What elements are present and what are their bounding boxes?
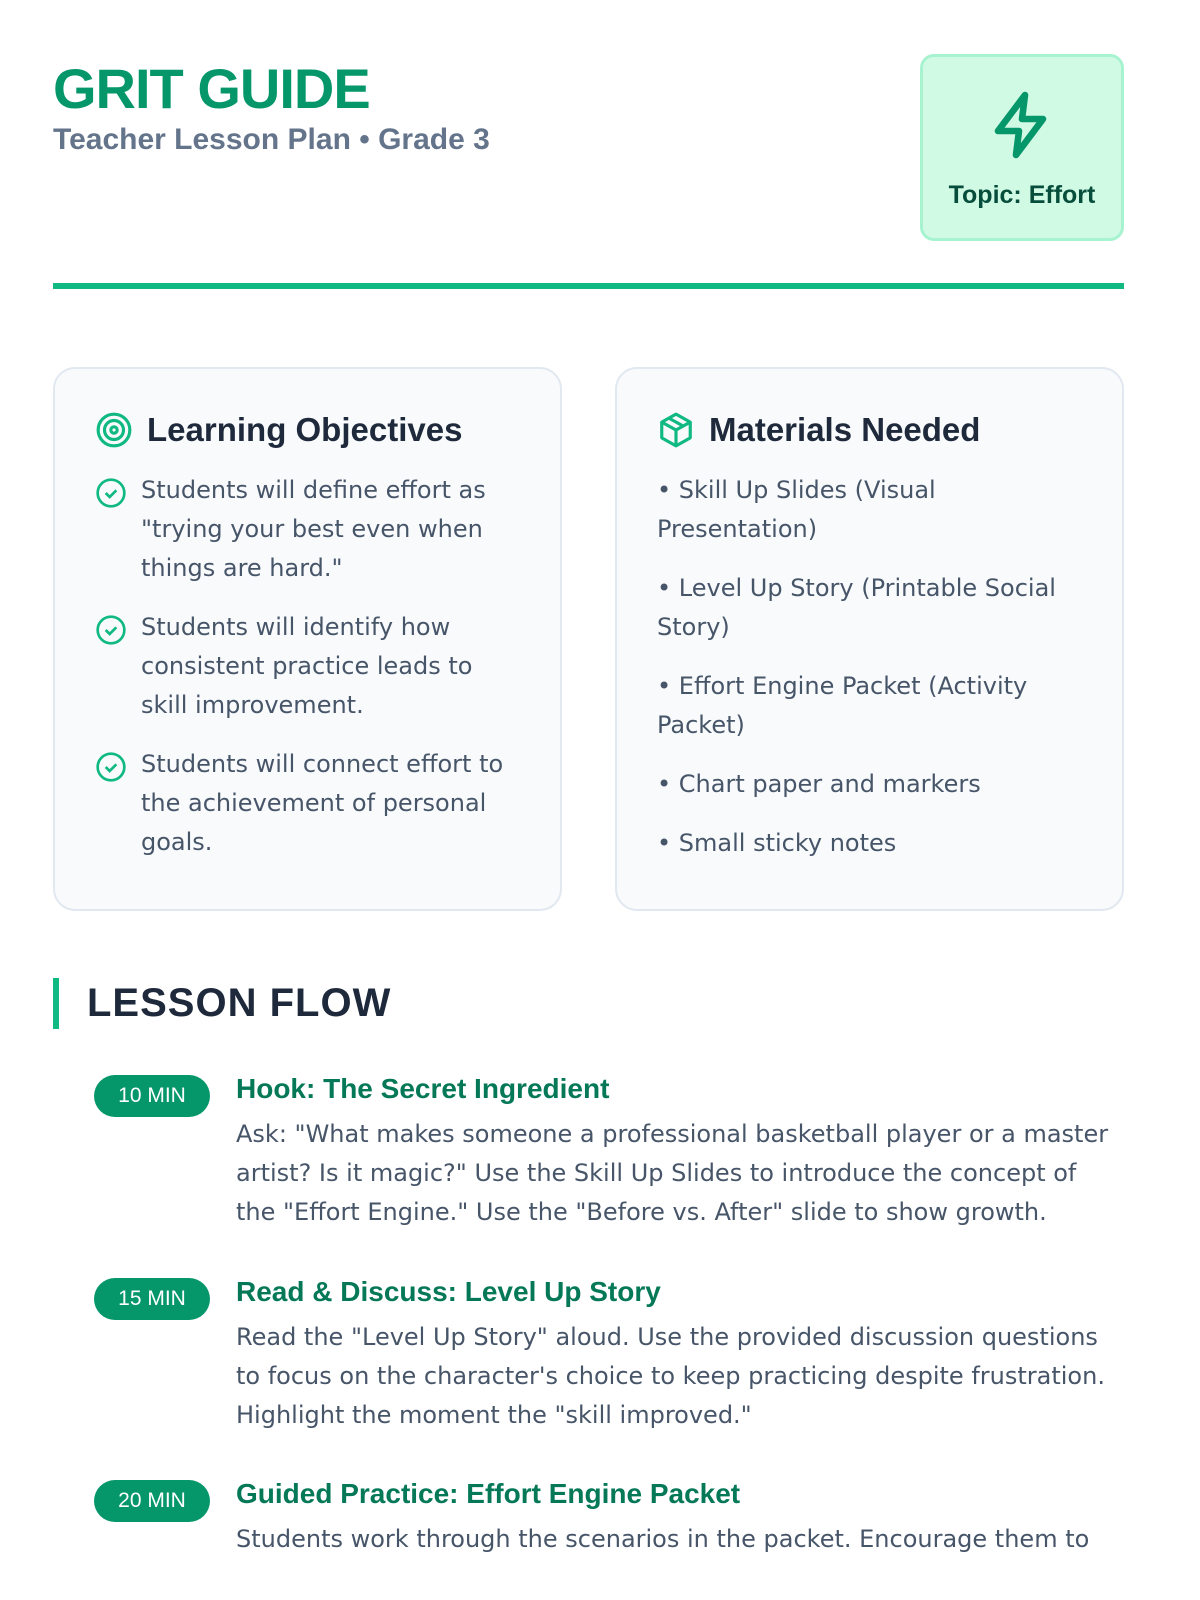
material-item: • Effort Engine Packet (Activity Packet) bbox=[657, 672, 1028, 739]
target-icon bbox=[96, 412, 132, 448]
step-title: Read & Discuss: Level Up Story bbox=[236, 1276, 661, 1307]
objectives-card: Learning Objectives Students will define… bbox=[53, 367, 562, 911]
check-circle-icon bbox=[96, 752, 126, 782]
check-circle-icon bbox=[96, 615, 126, 645]
step-description: Ask: "What makes someone a professional … bbox=[236, 1120, 1109, 1226]
material-item: • Skill Up Slides (Visual Presentation) bbox=[657, 476, 936, 543]
material-item: • Small sticky notes bbox=[657, 829, 897, 857]
step-description: Read the "Level Up Story" aloud. Use the… bbox=[236, 1323, 1105, 1429]
header-divider bbox=[53, 283, 1124, 289]
cube-icon bbox=[660, 412, 692, 448]
step-description: Students work through the scenarios in t… bbox=[236, 1525, 1090, 1553]
step-title: Hook: The Secret Ingredient bbox=[236, 1073, 610, 1104]
time-badge: 20 MIN bbox=[94, 1480, 210, 1522]
time-badge: 10 MIN bbox=[94, 1075, 210, 1117]
lesson-flow-heading: LESSON FLOW bbox=[53, 978, 391, 1029]
lightning-icon bbox=[994, 91, 1047, 159]
topic-label: Topic: Effort bbox=[948, 181, 1096, 209]
materials-card: Materials Needed • Skill Up Slides (Visu… bbox=[615, 367, 1124, 911]
time-badge: 15 MIN bbox=[94, 1278, 210, 1320]
material-item: • Chart paper and markers bbox=[657, 770, 981, 798]
step-title: Guided Practice: Effort Engine Packet bbox=[236, 1478, 741, 1509]
material-item: • Level Up Story (Printable Social Story… bbox=[657, 574, 1056, 641]
objective-item: Students will define effort as "trying y… bbox=[95, 471, 520, 588]
materials-title: Materials Needed bbox=[709, 411, 981, 448]
objective-item: Students will connect effort to the achi… bbox=[95, 745, 520, 862]
topic-badge: Topic: Effort bbox=[920, 54, 1124, 241]
page-subtitle: Teacher Lesson Plan • Grade 3 bbox=[53, 123, 490, 156]
page-title: GRIT GUIDE bbox=[53, 57, 371, 120]
objectives-title: Learning Objectives bbox=[147, 411, 463, 448]
check-circle-icon bbox=[96, 478, 126, 508]
objective-item: Students will identify how consistent pr… bbox=[95, 608, 520, 725]
